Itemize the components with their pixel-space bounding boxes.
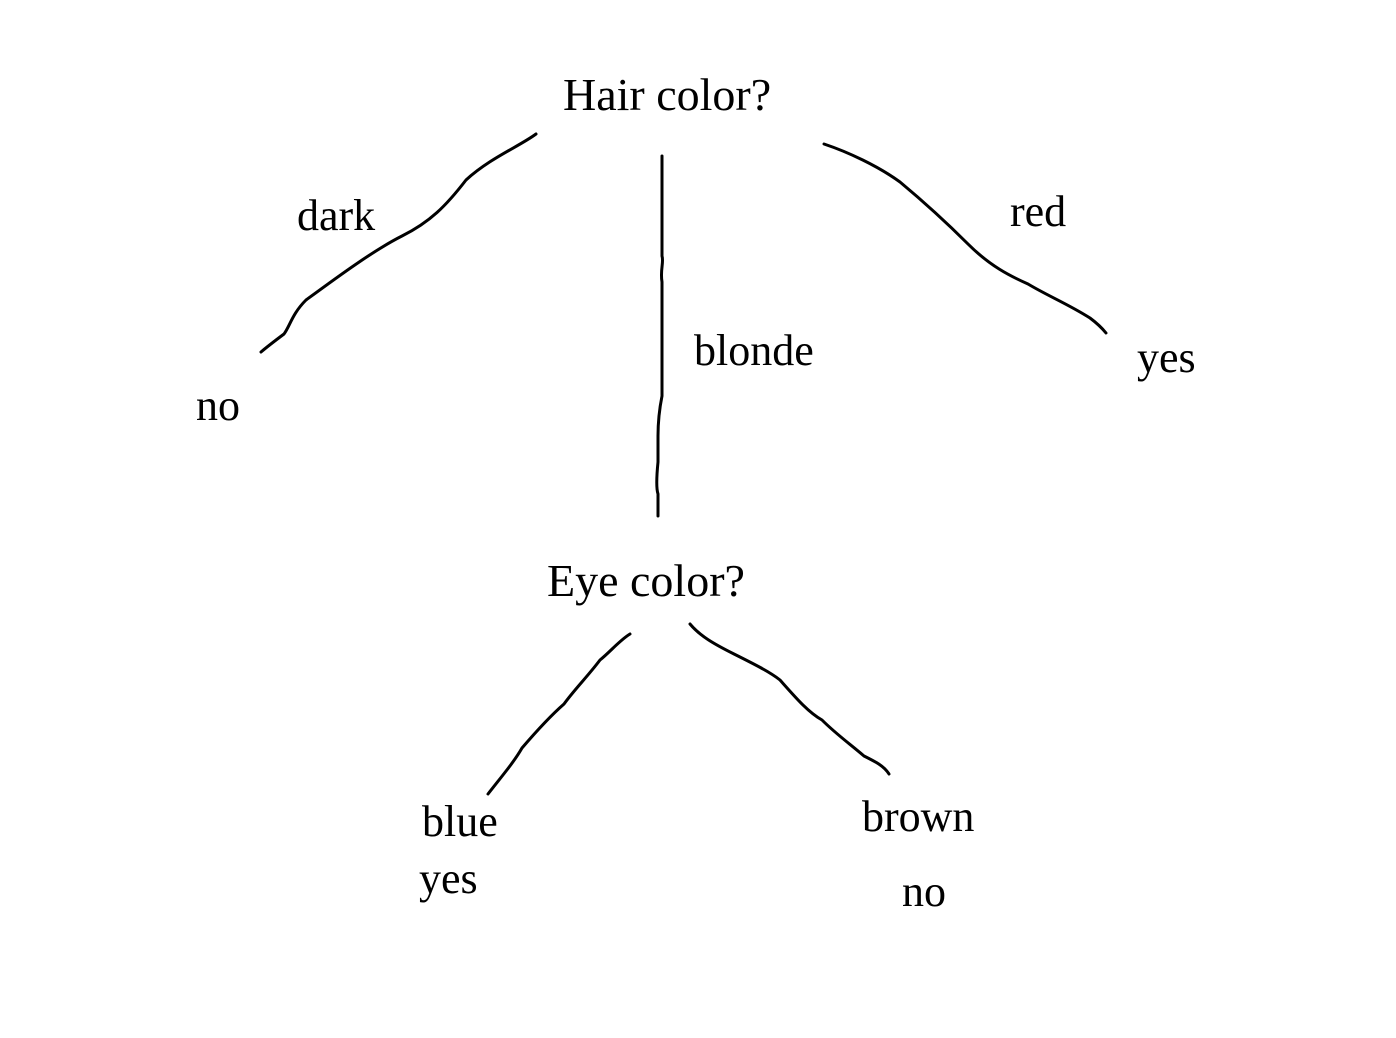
edge-blonde <box>655 154 665 518</box>
edge-label-red: red <box>1010 187 1067 236</box>
root-question: Hair color? <box>563 69 772 120</box>
leaf-brown-outcome: no <box>902 867 946 916</box>
edge-label-dark: dark <box>297 191 376 240</box>
leaf-red-outcome: yes <box>1137 333 1196 382</box>
eye-question: Eye color? <box>547 555 745 606</box>
edge-brown <box>688 622 891 776</box>
edge-label-blonde: blonde <box>694 326 814 375</box>
edge-label-brown: brown <box>862 792 975 841</box>
edge-blue <box>486 632 632 796</box>
edge-label-blue: blue <box>422 797 498 846</box>
edge-dark <box>259 132 538 354</box>
leaf-dark-outcome: no <box>196 381 240 430</box>
leaf-blue-outcome: yes <box>419 854 478 903</box>
edge-red <box>822 142 1108 335</box>
